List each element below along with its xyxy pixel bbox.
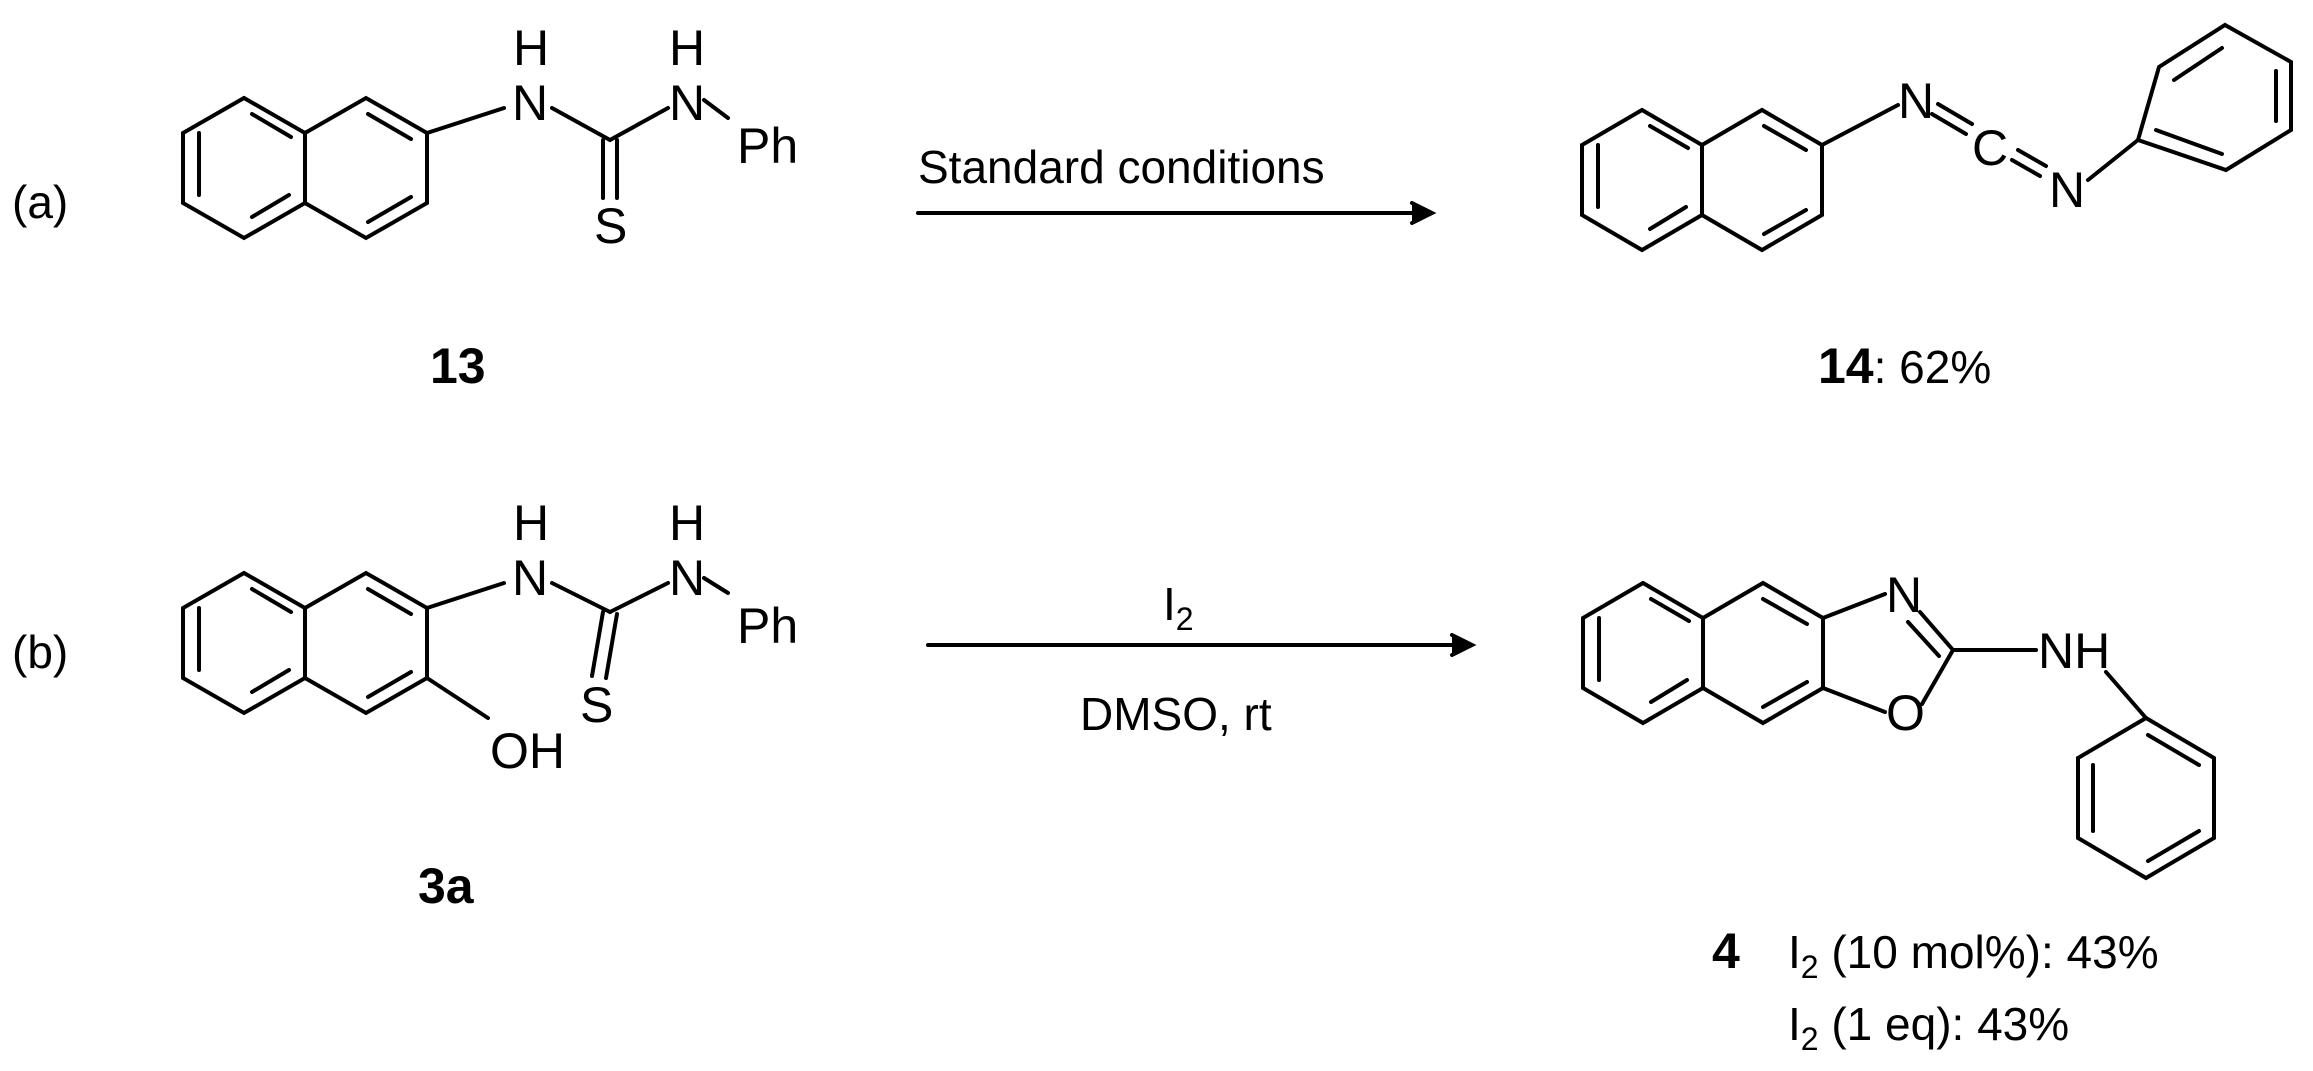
atom-nh-h: H — [669, 495, 705, 551]
compound-14-yield: : 62% — [1874, 341, 1992, 393]
atom-s: S — [594, 198, 627, 254]
reaction-a-conditions: Standard conditions — [918, 141, 1325, 193]
atom-ph: Ph — [737, 598, 798, 654]
compound-13-structure — [181, 95, 730, 241]
atom-o: O — [1886, 685, 1925, 741]
atom-ph: Ph — [737, 118, 798, 174]
atom-nh-h: H — [513, 495, 549, 551]
compound-4-label: 4 — [1712, 923, 1740, 979]
yield-reagent-i: I — [1788, 998, 1801, 1050]
reaction-b-label: (b) — [12, 626, 68, 678]
yield-line-1: I2 (10 mol%): 43% — [1788, 926, 2159, 985]
reaction-a-arrow — [916, 201, 1437, 225]
reagent-i: I — [1163, 578, 1176, 630]
compound-14-label: 14 — [1818, 338, 1874, 394]
atom-n: N — [1886, 567, 1922, 623]
compound-3a-label: 3a — [418, 858, 475, 914]
atom-n: N — [1898, 73, 1934, 129]
reagent-subscript: 2 — [1176, 601, 1194, 637]
yield-text: (1 eq): 43% — [1819, 998, 2070, 1050]
atom-c: C — [1972, 120, 2008, 176]
atom-nh-n: N — [512, 75, 548, 131]
atom-nh-h: H — [513, 20, 549, 76]
atom-oh: OH — [490, 723, 565, 779]
yield-line-2: I2 (1 eq): 43% — [1788, 998, 2069, 1057]
compound-4-structure — [1581, 580, 2216, 881]
reaction-b-conditions: DMSO, rt — [1080, 688, 1272, 740]
compound-13-label: 13 — [430, 338, 486, 394]
atom-s: S — [580, 677, 613, 733]
atom-nh-h: H — [669, 20, 705, 76]
compound-3a-structure — [181, 570, 730, 720]
yield-reagent-i: I — [1788, 926, 1801, 978]
reaction-a-label: (a) — [12, 176, 68, 228]
reaction-b-reagent: I2 — [1163, 578, 1194, 637]
yield-text: (10 mol%): 43% — [1819, 926, 2159, 978]
atom-nh-n: N — [669, 75, 705, 131]
compound-14-structure — [1580, 22, 2293, 253]
yield-reagent-subscript: 2 — [1801, 1021, 1819, 1057]
atom-n: N — [2049, 162, 2085, 218]
compound-14-caption: 14: 62% — [1818, 338, 1991, 394]
atom-nh: NH — [2038, 623, 2110, 679]
reaction-b-arrow — [926, 633, 1477, 657]
atom-nh-n: N — [669, 550, 705, 606]
yield-reagent-subscript: 2 — [1801, 949, 1819, 985]
atom-nh-n: N — [512, 550, 548, 606]
